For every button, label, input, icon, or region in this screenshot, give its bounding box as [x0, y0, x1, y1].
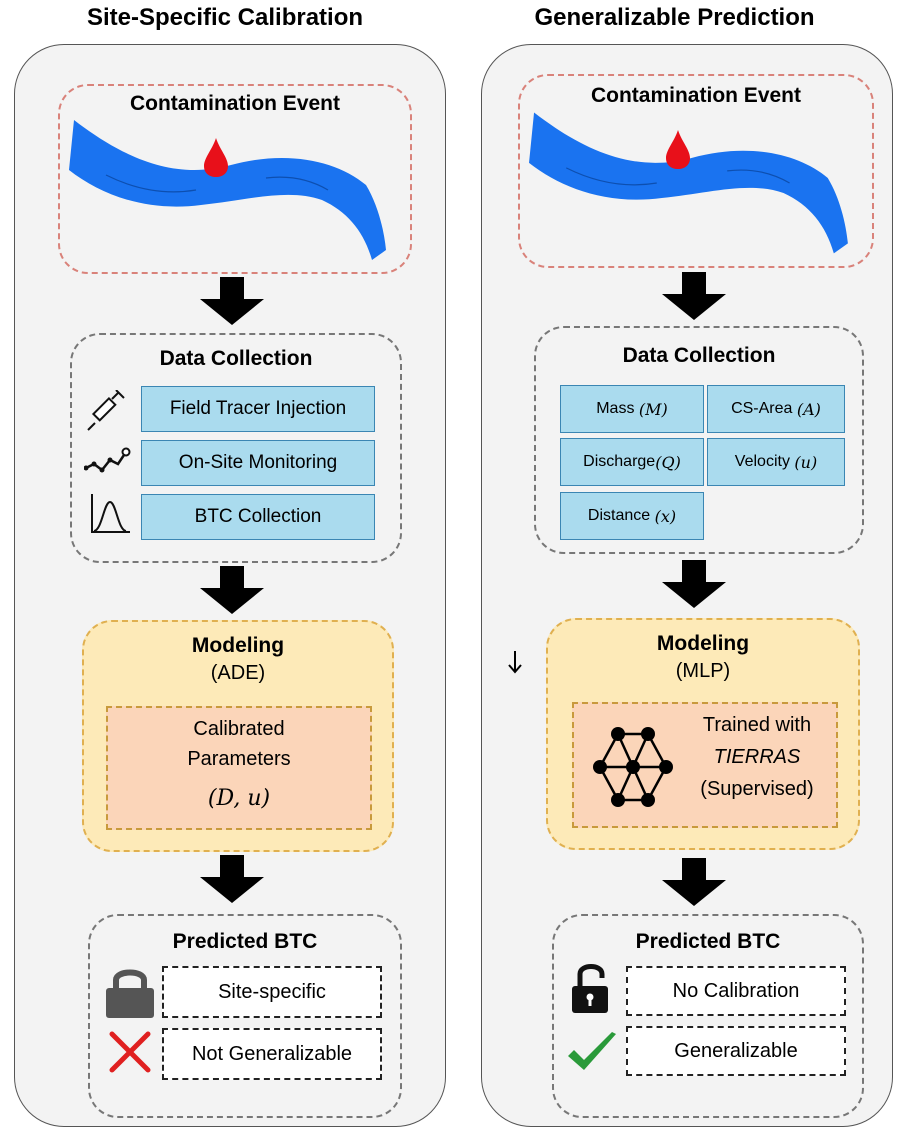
- cs-area-symbol: (A): [796, 399, 821, 419]
- mass-feature: Mass (M): [560, 385, 704, 433]
- left-predicted-box: Predicted BTC: [88, 914, 402, 1118]
- contaminant-drop-icon: [204, 138, 228, 177]
- trained-line-1: Trained with: [702, 714, 812, 736]
- discharge-symbol: (Q): [655, 452, 681, 472]
- left-arrow-1: [200, 277, 264, 325]
- curve-icon: [91, 494, 130, 533]
- distance-label: Distance: [587, 507, 651, 524]
- trained-line-2: TIERRAS: [713, 746, 801, 768]
- neural-network-icon: [593, 727, 673, 807]
- left-modeling-subtitle: (ADE): [210, 662, 266, 684]
- on-site-monitoring-item: On-Site Monitoring: [141, 440, 375, 486]
- velocity-label: Velocity: [734, 453, 790, 470]
- contaminant-drop-icon: [666, 130, 690, 169]
- trained-box: Trained with TIERRAS (Supervised): [572, 702, 838, 828]
- lock-open-icon: [572, 964, 608, 1013]
- right-column-title: Generalizable Prediction: [534, 4, 815, 31]
- mass-symbol: (M): [638, 399, 668, 419]
- btc-collection-item: BTC Collection: [141, 494, 375, 540]
- right-data-box: Data Collection: [534, 326, 864, 554]
- left-data-title: Data Collection: [159, 347, 313, 370]
- left-arrow-3: [200, 855, 264, 903]
- field-tracer-injection-item: Field Tracer Injection: [141, 386, 375, 432]
- velocity-feature: Velocity (u): [707, 438, 845, 486]
- cs-area-label: CS-Area: [731, 400, 793, 417]
- right-data-title: Data Collection: [622, 344, 776, 367]
- syringe-icon: [87, 390, 125, 431]
- small-down-arrow: [508, 651, 522, 674]
- distance-feature: Distance (x): [560, 492, 704, 540]
- param-line-1: Calibrated: [193, 718, 285, 740]
- left-predicted-title: Predicted BTC: [172, 930, 318, 953]
- left-column-title: Site-Specific Calibration: [86, 4, 364, 31]
- not-generalizable-result: Not Generalizable: [162, 1028, 382, 1080]
- left-event-title: Contamination Event: [129, 92, 340, 115]
- right-modeling-subtitle: (MLP): [675, 660, 731, 682]
- param-math: (D, u): [207, 786, 271, 811]
- right-arrow-1: [662, 272, 726, 320]
- cross-icon: [109, 1031, 151, 1073]
- site-specific-result: Site-specific: [162, 966, 382, 1018]
- right-modeling-title: Modeling: [656, 632, 750, 655]
- discharge-feature: Discharge(Q): [560, 438, 704, 486]
- generalizable-result: Generalizable: [626, 1026, 846, 1076]
- left-event-box: Contamination Event: [58, 84, 412, 274]
- lock-closed-icon: [106, 969, 154, 1018]
- right-predicted-title: Predicted BTC: [635, 930, 781, 953]
- river-icon: [69, 120, 386, 260]
- param-line-2: Parameters: [187, 748, 291, 770]
- cs-area-feature: CS-Area (A): [707, 385, 845, 433]
- calibrated-parameters-box: Calibrated Parameters (D, u): [106, 706, 372, 830]
- trained-line-3: (Supervised): [700, 778, 814, 800]
- velocity-symbol: (u): [794, 452, 818, 472]
- right-arrow-3: [662, 858, 726, 906]
- mass-label: Mass: [596, 400, 635, 417]
- right-predicted-box: Predicted BTC: [552, 914, 864, 1118]
- distance-symbol: (x): [654, 506, 677, 526]
- right-arrow-2: [662, 560, 726, 608]
- right-event-title: Contamination Event: [590, 84, 801, 107]
- discharge-label: Discharge: [583, 453, 656, 470]
- right-event-box: Contamination Event: [518, 74, 874, 268]
- left-data-box: Data Collection: [70, 333, 402, 563]
- monitoring-line-icon: [84, 447, 131, 473]
- check-icon: [568, 1032, 616, 1070]
- no-calibration-result: No Calibration: [626, 966, 846, 1016]
- left-arrow-2: [200, 566, 264, 614]
- river-icon: [529, 112, 848, 254]
- left-modeling-title: Modeling: [191, 634, 285, 657]
